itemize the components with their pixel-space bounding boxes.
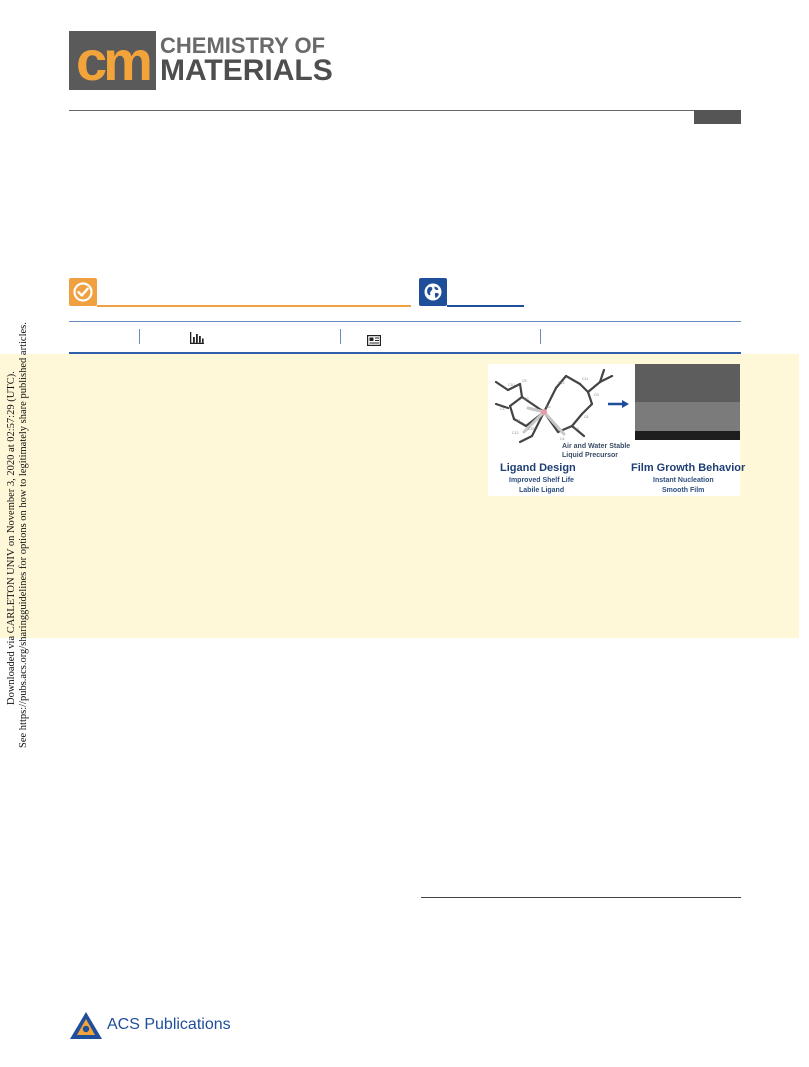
- svg-text:C3: C3: [500, 407, 505, 411]
- article-icon: [367, 335, 382, 347]
- toc-left-line1: Improved Shelf Life: [509, 477, 574, 484]
- metrics-separator: [139, 329, 140, 344]
- metrics-separator: [540, 329, 541, 344]
- sem-info-bar: [635, 431, 740, 440]
- download-notice-line2: See https://pubs.acs.org/sharingguidelin…: [18, 322, 29, 748]
- checkmark-icon: [73, 282, 93, 302]
- globe-icon: [424, 283, 442, 301]
- metrics-views-link[interactable]: [190, 331, 204, 349]
- bar-chart-icon: [190, 332, 204, 344]
- toc-center-label-line1: Air and Water Stable: [562, 443, 631, 450]
- publisher-name[interactable]: ACS Publications: [107, 1016, 231, 1033]
- toc-right-line2: Smooth Film: [662, 487, 705, 494]
- journal-name-line2: MATERIALS: [160, 54, 333, 87]
- toc-left-line2: Labile Ligand: [519, 487, 565, 494]
- download-notice: Downloaded via CARLETON UNIV on November…: [0, 318, 30, 748]
- metrics-separator: [340, 329, 341, 344]
- svg-text:C15: C15: [528, 427, 534, 431]
- svg-text:C4: C4: [560, 437, 565, 441]
- toc-right-line1: Instant Nucleation: [653, 477, 714, 484]
- open-access-underline: [447, 305, 524, 307]
- svg-text:C6: C6: [584, 415, 589, 419]
- header-corner-tab: [694, 110, 741, 124]
- svg-text:C13: C13: [558, 381, 564, 385]
- open-access-badge[interactable]: [419, 278, 447, 306]
- svg-text:C9: C9: [522, 379, 527, 383]
- authorchoice-underline: [97, 305, 411, 307]
- metrics-recommendations-link[interactable]: [367, 333, 382, 351]
- metrics-bar-top-rule: [69, 321, 741, 322]
- download-notice-line1: Downloaded via CARLETON UNIV on November…: [6, 371, 17, 705]
- toc-left-heading: Ligand Design: [500, 462, 576, 474]
- journal-logo-letters: cm: [76, 29, 153, 92]
- acs-logo-icon: [69, 1011, 103, 1041]
- toc-right-heading: Film Growth Behavior: [631, 462, 746, 474]
- svg-text:O3: O3: [594, 393, 599, 397]
- sem-film-layer: [635, 364, 740, 402]
- svg-text:O1: O1: [516, 419, 521, 423]
- svg-text:O2: O2: [524, 397, 529, 401]
- svg-text:O4: O4: [574, 427, 579, 431]
- metrics-bar-bottom-rule: [69, 352, 741, 354]
- header-rule: [69, 110, 741, 111]
- svg-text:C11: C11: [582, 377, 588, 381]
- journal-name-line1: CHEMISTRY OF: [160, 33, 326, 58]
- acs-authorchoice-badge[interactable]: [69, 278, 97, 306]
- journal-logo: cm: [69, 31, 156, 90]
- svg-text:C12: C12: [512, 431, 518, 435]
- footnote-rule: [421, 897, 741, 898]
- svg-text:Ru: Ru: [546, 405, 551, 409]
- toc-center-label-line2: Liquid Precursor: [562, 452, 619, 459]
- svg-text:C10: C10: [508, 383, 514, 387]
